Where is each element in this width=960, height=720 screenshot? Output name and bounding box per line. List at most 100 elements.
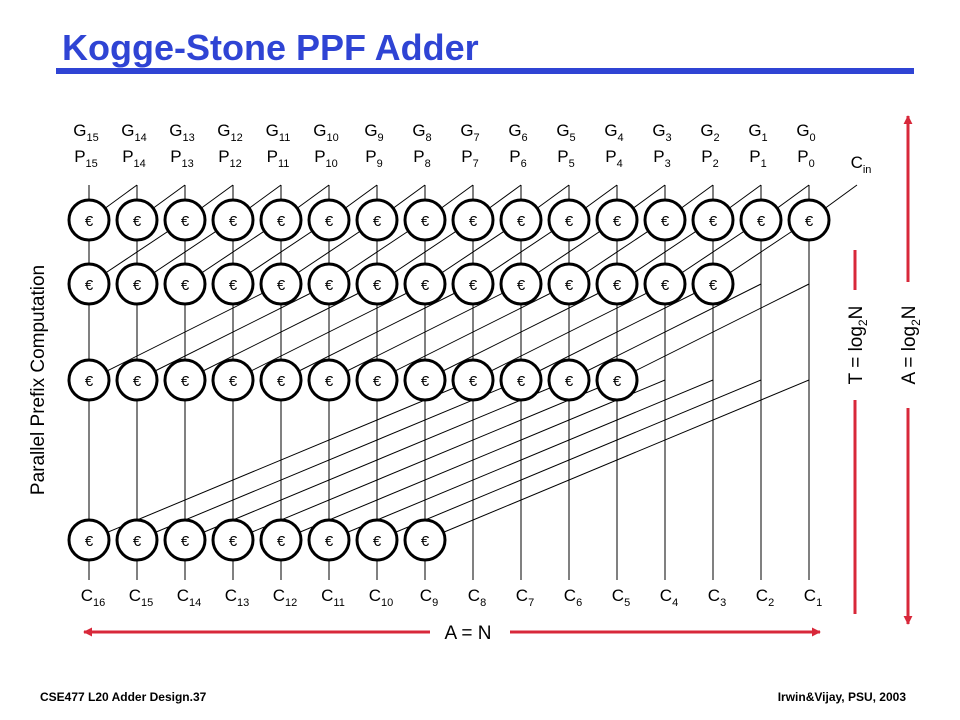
prefix-cell-symbol: € (613, 277, 622, 294)
stage4-diag-wire-7 (424, 379, 810, 541)
input-g-label: G15 (73, 121, 98, 144)
prefix-cell-symbol: € (517, 373, 526, 390)
input-g-label: G12 (217, 121, 242, 144)
input-g-label-subscript: 5 (570, 132, 576, 144)
stage3-diag-wire-7 (424, 283, 618, 381)
prefix-cell: € (115, 518, 159, 562)
prefix-cell: € (307, 198, 351, 242)
time-complexity-label: T = log2N (846, 306, 870, 385)
prefix-cell-symbol: € (565, 373, 574, 390)
input-p-label-base: P (605, 147, 616, 166)
output-carry-label: C3 (708, 586, 726, 609)
prefix-cell: € (259, 358, 303, 402)
prefix-cell: € (163, 358, 207, 402)
input-g-label-subscript: 9 (378, 132, 384, 144)
prefix-cell-symbol: € (85, 213, 94, 230)
area-label-prefix: A = log (899, 326, 920, 385)
prefix-cell-circle (595, 198, 639, 242)
input-p-label: P10 (314, 147, 338, 170)
stage3-diag-wire-10 (568, 283, 762, 381)
input-g-label-base: G (313, 121, 326, 140)
input-p-label-base: P (74, 147, 85, 166)
input-p-label-subscript: 11 (278, 158, 289, 170)
prefix-cell: € (403, 358, 447, 402)
prefix-cell-circle (67, 518, 111, 562)
input-g-label-base: G (217, 121, 230, 140)
input-p-label-subscript: 0 (809, 158, 815, 170)
input-p-label-base: P (314, 147, 325, 166)
prefix-cell-symbol: € (229, 373, 238, 390)
output-carry-label: C4 (660, 586, 678, 609)
prefix-cell: € (67, 358, 111, 402)
prefix-cell-symbol: € (373, 533, 382, 550)
prefix-cell: € (211, 198, 255, 242)
prefix-cell-symbol: € (709, 277, 718, 294)
prefix-cell-circle (787, 198, 831, 242)
output-carry-label-base: C (177, 586, 189, 605)
prefix-cell-circle (403, 358, 447, 402)
stage3-diag-wire-9 (520, 283, 714, 381)
input-g-label: G5 (556, 121, 575, 144)
prefix-cell: € (451, 358, 495, 402)
prefix-cell-symbol: € (277, 213, 286, 230)
input-g-label-base: G (121, 121, 134, 140)
output-carry-label-subscript: 13 (237, 597, 249, 609)
prefix-cell: € (595, 358, 639, 402)
output-carry-label: C1 (804, 586, 822, 609)
prefix-cell-circle (595, 262, 639, 306)
prefix-cell-circle (259, 358, 303, 402)
input-p-label-base: P (122, 147, 133, 166)
cin-label: Cin (851, 153, 872, 176)
output-carry-label: C6 (564, 586, 582, 609)
input-p-label: P0 (797, 147, 814, 170)
output-carry-label-subscript: 6 (576, 597, 582, 609)
output-carry-label-base: C (468, 586, 480, 605)
stage3-diag-wire-5 (328, 283, 522, 381)
stage3-diag-wire-4 (280, 283, 474, 381)
stage3-diag-wire-0 (88, 283, 282, 381)
prefix-cell-circle (499, 358, 543, 402)
prefix-cell-circle (691, 198, 735, 242)
prefix-cell: € (451, 198, 495, 242)
stage4-diag-wire-2 (184, 379, 570, 541)
prefix-cell-symbol: € (325, 277, 334, 294)
stage4-diag-wire-0 (88, 379, 474, 541)
prefix-cell-circle (547, 262, 591, 306)
prefix-cell-circle (115, 198, 159, 242)
input-g-label: G3 (652, 121, 671, 144)
input-p-label: P15 (74, 147, 98, 170)
prefix-cell-symbol: € (469, 373, 478, 390)
width-label: A = N (445, 623, 492, 644)
output-carry-label-base: C (225, 586, 237, 605)
prefix-cell-circle (67, 262, 111, 306)
output-carry-label: C5 (612, 586, 630, 609)
prefix-cell-circle (355, 518, 399, 562)
title-underline (56, 68, 914, 74)
output-carry-label: C2 (756, 586, 774, 609)
prefix-cell-circle (211, 518, 255, 562)
prefix-cell-symbol: € (181, 213, 190, 230)
prefix-cell-circle (547, 358, 591, 402)
prefix-cell-symbol: € (277, 373, 286, 390)
prefix-cell-symbol: € (229, 277, 238, 294)
input-g-label-base: G (412, 121, 425, 140)
prefix-cell: € (499, 198, 543, 242)
input-g-label-subscript: 7 (474, 132, 480, 144)
input-g-label-subscript: 6 (522, 132, 528, 144)
prefix-cell-symbol: € (277, 277, 286, 294)
input-g-label-subscript: 4 (618, 132, 624, 144)
prefix-cell-symbol: € (469, 277, 478, 294)
input-p-label-base: P (509, 147, 520, 166)
prefix-cell-circle (115, 518, 159, 562)
input-g-label: G0 (796, 121, 815, 144)
area-label-subscript: 2 (909, 319, 923, 326)
prefix-cell: € (403, 262, 447, 306)
prefix-cell: € (499, 358, 543, 402)
prefix-cell: € (355, 518, 399, 562)
output-carry-label: C10 (369, 586, 394, 609)
input-p-label: P13 (170, 147, 194, 170)
prefix-cell-symbol: € (325, 213, 334, 230)
output-carry-label: C8 (468, 586, 486, 609)
stage4-diag-wire-3 (232, 379, 618, 541)
